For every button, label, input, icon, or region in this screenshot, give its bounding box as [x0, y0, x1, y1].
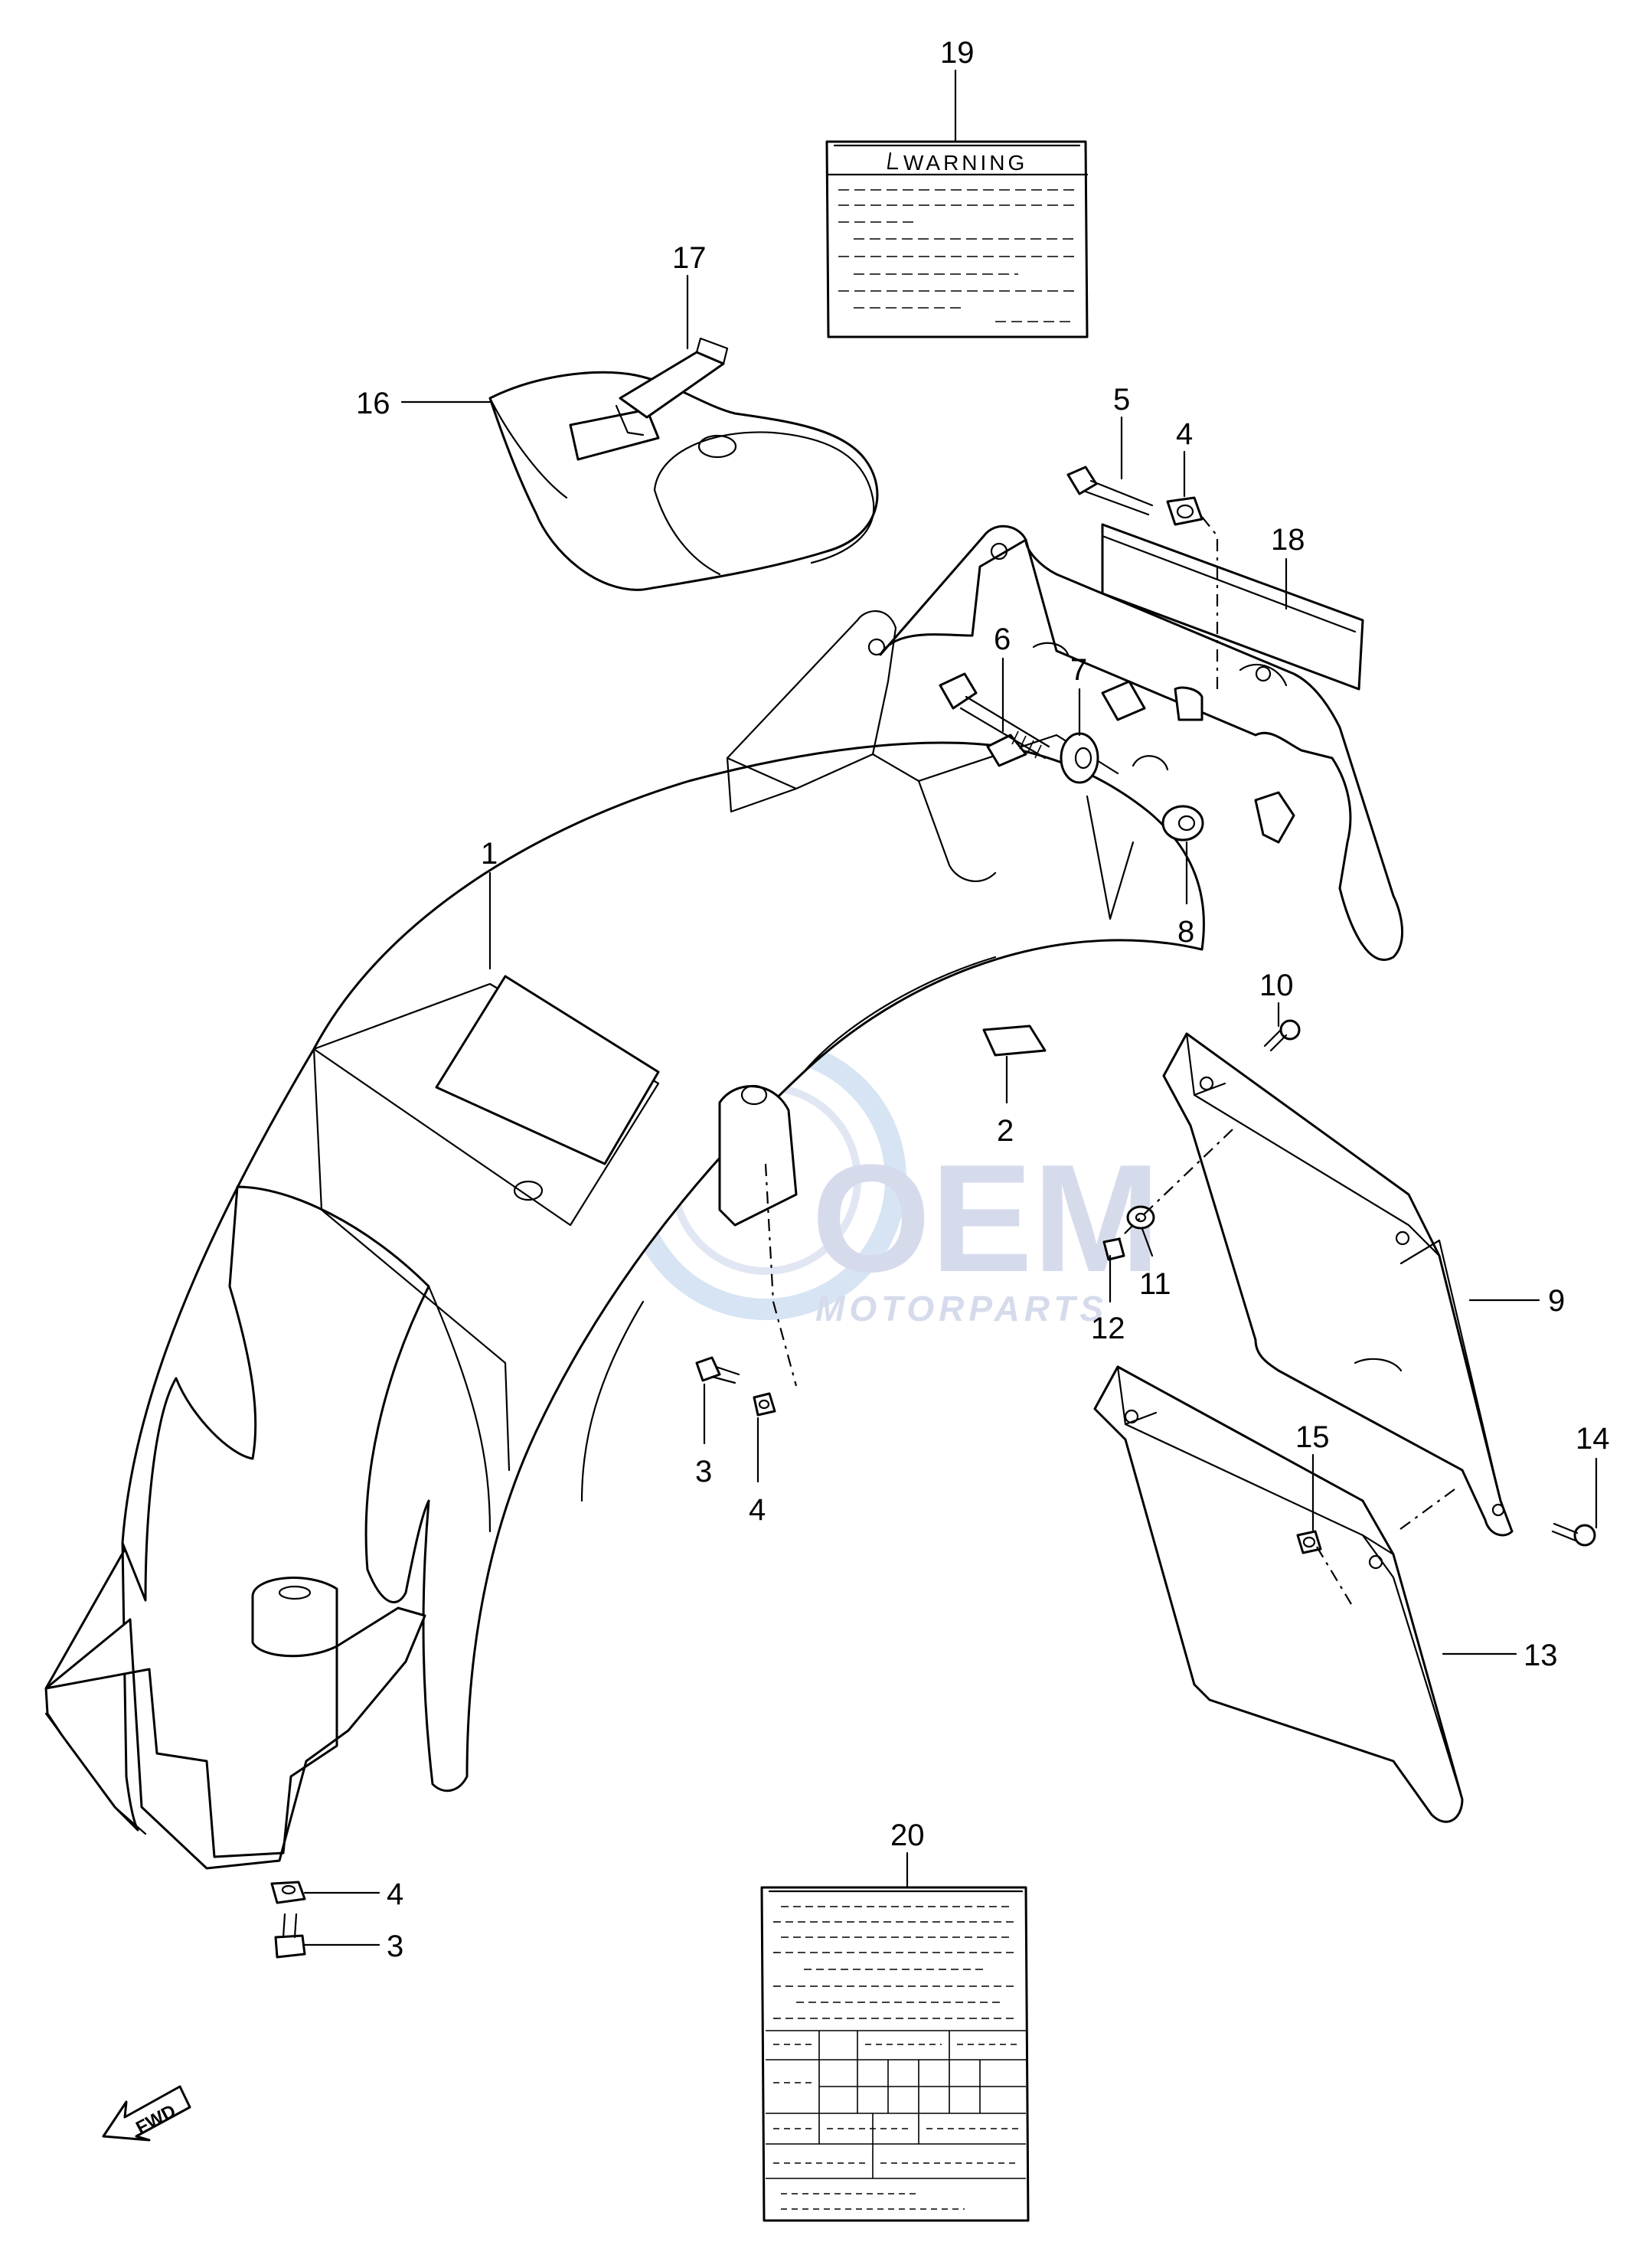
callout-5: 5 [1113, 383, 1130, 417]
rear-fender-part [44, 741, 1205, 1870]
callout-4-lower: 4 [387, 1877, 403, 1911]
license-bracket-part [1162, 1032, 1514, 1537]
callout-18: 18 [1271, 523, 1305, 557]
watermark-subtitle: MOTORPARTS [815, 1289, 1108, 1328]
washer-11-part [1126, 1205, 1155, 1230]
bolt-3-lower-part [274, 1913, 306, 1959]
nut-4-middle-part [753, 1392, 776, 1417]
callout-4-middle: 4 [749, 1493, 766, 1527]
callout-17: 17 [672, 241, 707, 275]
mud-cover-part [488, 371, 879, 591]
callout-6: 6 [994, 623, 1011, 656]
rubber-strip-part [1101, 523, 1364, 691]
callout-19: 19 [940, 36, 975, 70]
callout-3-middle: 3 [695, 1455, 712, 1489]
callout-10: 10 [1259, 969, 1294, 1002]
callout-7: 7 [1070, 653, 1087, 687]
callout-8: 8 [1177, 915, 1194, 949]
callouts: 19 17 16 5 4 18 6 7 8 1 10 2 11 12 9 14 … [356, 36, 1610, 1963]
callout-1: 1 [481, 837, 498, 871]
callout-15: 15 [1295, 1420, 1330, 1454]
leader-lines [303, 69, 1598, 1946]
watermark: OEM MOTORPARTS [625, 1038, 1161, 1328]
callout-14: 14 [1576, 1422, 1610, 1456]
lower-bracket-part [1093, 1365, 1464, 1823]
small-label-part [982, 1025, 1047, 1057]
bolt-5-part [1066, 466, 1154, 516]
long-bolt-part [939, 672, 1050, 760]
fender-bracket-frame [726, 525, 1404, 961]
nut-15-part [1296, 1530, 1322, 1554]
callout-3-lower: 3 [387, 1930, 403, 1963]
callout-12: 12 [1091, 1312, 1125, 1345]
spec-label-part [760, 1886, 1030, 2222]
nut-8-part [1161, 805, 1204, 842]
nut-4-lower-part [270, 1881, 306, 1904]
warning-label-title: WARNING [903, 151, 1027, 175]
warning-label-part: WARNING [825, 140, 1089, 338]
screw-14-part [1551, 1522, 1596, 1547]
callout-9: 9 [1548, 1284, 1565, 1318]
callout-13: 13 [1524, 1639, 1558, 1672]
collar-part [1060, 732, 1099, 784]
callout-2: 2 [997, 1114, 1014, 1148]
assembly-lines [764, 516, 1455, 1605]
fwd-arrow: FWD [102, 2085, 191, 2142]
screw-10-part [1263, 1019, 1301, 1052]
callout-20: 20 [890, 1819, 925, 1852]
bolt-3-middle-part [695, 1356, 740, 1384]
callout-4-upper: 4 [1176, 417, 1193, 451]
nut-12-part [1102, 1237, 1125, 1261]
nut-4-upper-part [1166, 496, 1203, 526]
watermark-brand: OEM [812, 1133, 1161, 1304]
callout-11: 11 [1139, 1267, 1171, 1301]
callout-16: 16 [356, 387, 390, 420]
strap-part [569, 337, 729, 461]
